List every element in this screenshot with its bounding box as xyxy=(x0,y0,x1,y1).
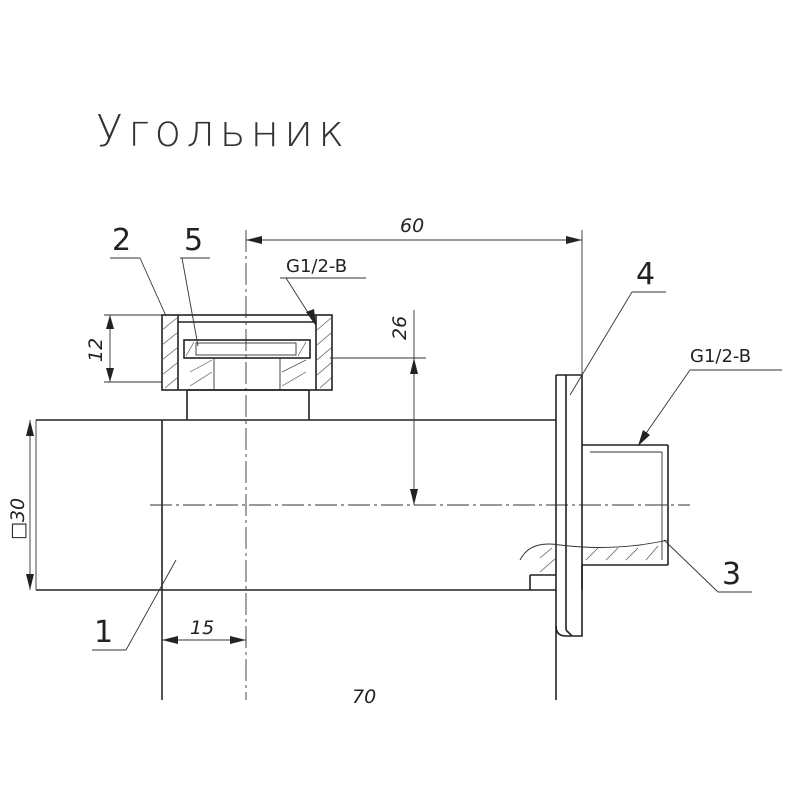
thread-label-side: G1/2-B xyxy=(690,346,751,367)
flange-part xyxy=(555,374,583,637)
body-part xyxy=(35,375,557,700)
leader-position-3: 3 xyxy=(663,539,752,593)
position-label-5: 5 xyxy=(184,223,203,258)
dimension-outlet-height: 26 xyxy=(330,310,426,505)
dimension-body-offset: 15 xyxy=(162,617,246,644)
dim-text-body-offset: 15 xyxy=(190,617,214,639)
leader-position-1: 1 xyxy=(92,559,177,651)
leader-position-4: 4 xyxy=(569,257,666,396)
nut-assembly xyxy=(161,314,333,420)
dimension-overall-length: 60 xyxy=(246,215,583,375)
dim-text-outlet-height: 26 xyxy=(389,316,411,340)
callout-thread-side: G1/2-B xyxy=(638,346,782,446)
dim-text-nut-height: 12 xyxy=(85,338,107,362)
dimension-nut-height: 12 xyxy=(85,314,162,383)
position-label-2: 2 xyxy=(112,223,131,258)
callout-thread-top: G1/2-B xyxy=(280,256,366,326)
position-label-4: 4 xyxy=(636,257,655,292)
drawing-title: Угольник xyxy=(96,106,349,157)
thread-label-top: G1/2-B xyxy=(286,256,347,277)
leader-position-5: 5 xyxy=(180,223,210,347)
leader-position-2: 2 xyxy=(110,223,167,317)
dim-text-overall-length: 60 xyxy=(400,215,424,237)
dim-text-body-section: □30 xyxy=(7,498,29,540)
dim-text-bottom-length: 70 xyxy=(352,686,376,708)
position-label-1: 1 xyxy=(94,615,113,650)
dimension-body-section: □30 xyxy=(7,420,34,590)
position-label-3: 3 xyxy=(722,557,741,592)
spigot-part xyxy=(519,444,669,590)
